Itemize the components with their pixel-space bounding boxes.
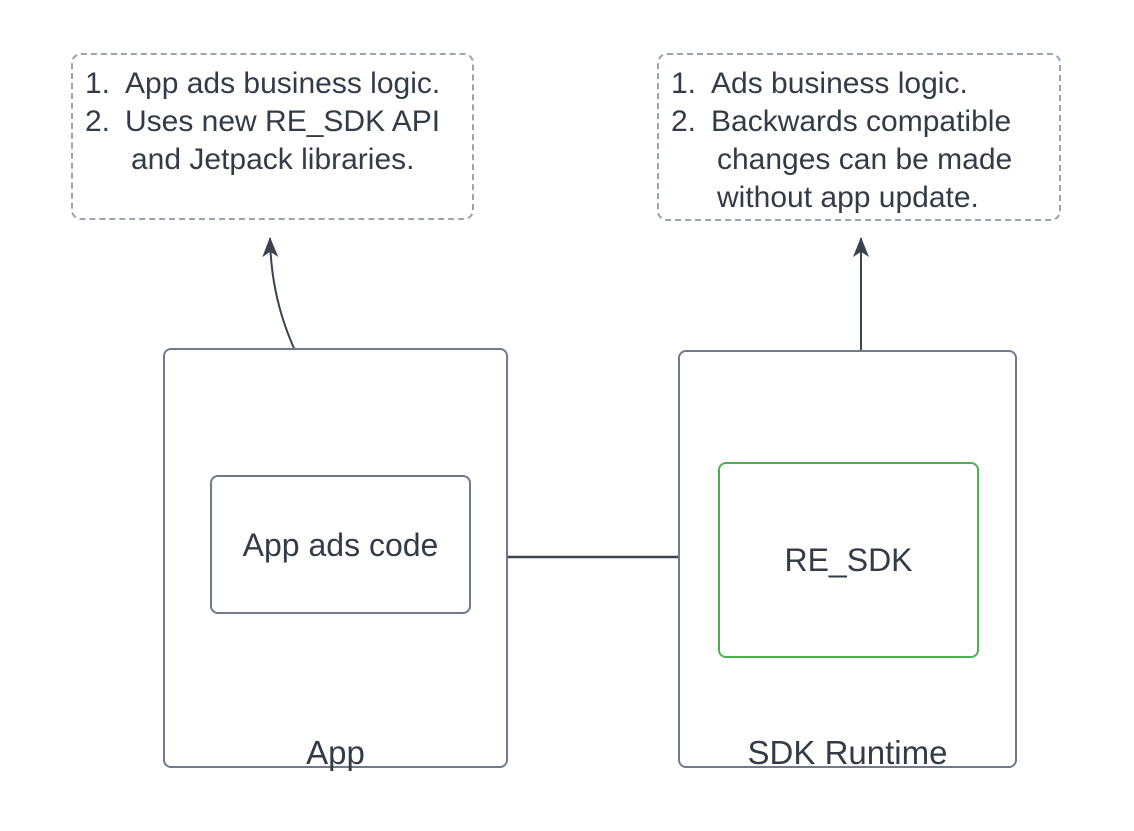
container-app-label: App — [306, 734, 365, 771]
note-line-number: 2. — [671, 105, 697, 138]
node-re-sdk: RE_SDK — [718, 462, 979, 658]
node-re-sdk-label: RE_SDK — [784, 542, 913, 578]
note-line: changes can be made — [671, 141, 1045, 179]
container-sdk-runtime-label: SDK Runtime — [747, 734, 948, 771]
note-line-text: Uses new RE_SDK API — [125, 105, 441, 138]
node-app-ads-code-label: App ads code — [242, 526, 439, 563]
note-line-number: 2. — [85, 105, 111, 138]
note-line: and Jetpack libraries. — [85, 141, 458, 179]
note-line-text: App ads business logic. — [125, 67, 441, 100]
note-line-number: 1. — [671, 67, 697, 100]
node-app-ads-code: App ads code — [210, 475, 471, 614]
note-line-text: changes can be made — [717, 143, 1013, 176]
note-line: 2. Backwards compatible — [671, 103, 1045, 141]
note-line-number: 1. — [85, 67, 111, 100]
note-line-text: Backwards compatible — [711, 105, 1012, 138]
note-line: 2. Uses new RE_SDK API — [85, 103, 458, 141]
note-line: 1. App ads business logic. — [85, 65, 458, 103]
note-app-ads: 1. App ads business logic. 2. Uses new R… — [71, 53, 474, 220]
note-sdk-ads: 1. Ads business logic. 2. Backwards comp… — [657, 53, 1061, 221]
note-line-text: and Jetpack libraries. — [131, 143, 415, 176]
note-line: without app update. — [671, 179, 1045, 217]
note-line-text: Ads business logic. — [711, 67, 968, 100]
note-line: 1. Ads business logic. — [671, 65, 1045, 103]
note-line-text: without app update. — [717, 181, 979, 214]
